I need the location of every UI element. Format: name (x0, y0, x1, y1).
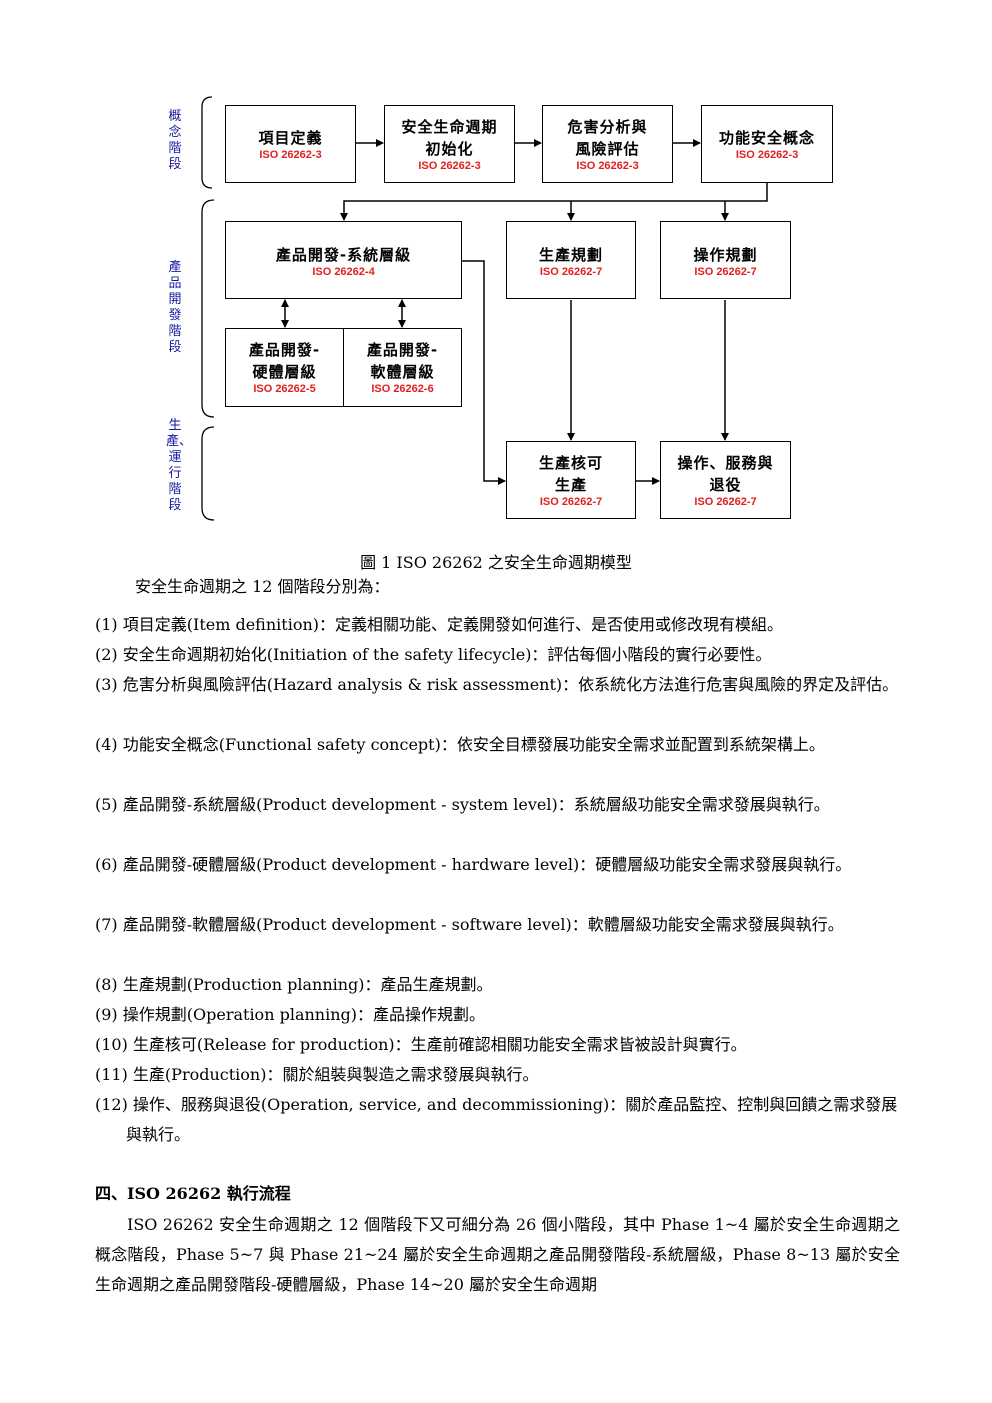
box-title-line2: 初始化 (425, 139, 474, 158)
box-standard: ISO 26262-3 (418, 159, 481, 172)
box-hardware-level: 產品開發- 硬體層級 ISO 26262-5 (225, 328, 344, 407)
intro-text: 安全生命週期之 12 個階段分別為： (135, 577, 390, 596)
box-title-line1: 操作、服務與 (677, 453, 774, 472)
list-item: (12) 操作、服務與退役(Operation, service, and de… (95, 1095, 898, 1144)
box-standard: ISO 26262-6 (371, 383, 434, 395)
diagram-connectors (201, 96, 768, 521)
box-item-definition: 項目定義 ISO 26262-3 (225, 105, 356, 183)
box-production-planning: 生產規劃 ISO 26262-7 (506, 221, 636, 299)
list-item: (9) 操作規劃(Operation planning)：產品操作規劃。 (95, 1005, 485, 1024)
box-title-line1: 生產核可 (538, 453, 603, 472)
box-standard: ISO 26262-7 (539, 266, 603, 278)
bracket-production (201, 426, 215, 521)
list-item: (1) 項目定義(Item definition)：定義相關功能、定義開發如何進… (95, 615, 784, 634)
bracket-concept (201, 96, 213, 189)
list-item: (10) 生產核可(Release for production)：生產前確認相… (95, 1035, 747, 1054)
box-title-line1: 產品開發- (248, 341, 321, 359)
box-software-level: 產品開發- 軟體層級 ISO 26262-6 (343, 328, 462, 407)
box-title: 操作規劃 (693, 246, 758, 264)
section-body: ISO 26262 安全生命週期之 12 個階段下又可細分為 26 個小階段，其… (95, 1215, 900, 1294)
box-functional-safety-concept: 功能安全概念 ISO 26262-3 (701, 105, 833, 183)
box-standard: ISO 26262-3 (259, 148, 322, 161)
list-item: (8) 生產規劃(Production planning)：產品生產規劃。 (95, 975, 493, 994)
phase-label-development: 產品開發階段 (168, 260, 182, 355)
box-title-line1: 產品開發- (366, 341, 439, 359)
box-system-level: 產品開發-系統層級 ISO 26262-4 (225, 221, 462, 299)
box-standard: ISO 26262-3 (735, 148, 799, 161)
box-title-line2: 軟體層級 (370, 363, 435, 381)
list-item: (2) 安全生命週期初始化(Initiation of the safety l… (95, 645, 772, 664)
box-standard: ISO 26262-7 (694, 495, 757, 508)
box-standard: ISO 26262-3 (576, 159, 639, 172)
box-title-line2: 風險評估 (575, 139, 640, 158)
box-standard: ISO 26262-7 (539, 495, 603, 508)
box-standard: ISO 26262-4 (312, 266, 375, 278)
phase-label-production: 生產、運行階段 (166, 418, 193, 513)
section-heading: 四、ISO 26262 執行流程 (95, 1184, 291, 1203)
list-item: (6) 產品開發-硬體層級(Product development - hard… (95, 855, 852, 874)
box-title-line2: 退役 (709, 475, 742, 494)
list-item: (4) 功能安全概念(Functional safety concept)：依安… (95, 735, 825, 754)
box-hazard-analysis: 危害分析與 風險評估 ISO 26262-3 (542, 105, 673, 183)
figure-caption: 圖 1 ISO 26262 之安全生命週期模型 (360, 553, 632, 572)
box-operation-service: 操作、服務與 退役 ISO 26262-7 (660, 441, 791, 519)
box-title: 項目定義 (258, 128, 323, 147)
box-safety-lifecycle-init: 安全生命週期 初始化 ISO 26262-3 (384, 105, 515, 183)
list-item: (11) 生產(Production)：關於組裝與製造之需求發展與執行。 (95, 1065, 539, 1084)
box-standard: ISO 26262-5 (253, 383, 316, 395)
box-operation-planning: 操作規劃 ISO 26262-7 (660, 221, 791, 299)
list-item: (5) 產品開發-系統層級(Product development - syst… (95, 795, 830, 814)
box-title: 生產規劃 (538, 246, 603, 264)
box-title-line2: 硬體層級 (252, 363, 317, 381)
list-item: (3) 危害分析與風險評估(Hazard analysis & risk ass… (95, 675, 899, 694)
phase-label-concept: 概念階段 (168, 109, 182, 172)
list-item: (7) 產品開發-軟體層級(Product development - soft… (95, 915, 844, 934)
box-title-line2: 生產 (554, 475, 587, 494)
box-title-line1: 危害分析與 (567, 117, 648, 136)
box-title: 產品開發-系統層級 (275, 246, 412, 264)
box-title-line1: 安全生命週期 (401, 117, 498, 136)
box-release-production: 生產核可 生產 ISO 26262-7 (506, 441, 636, 519)
bracket-development (201, 199, 215, 418)
box-standard: ISO 26262-7 (694, 266, 757, 278)
box-title: 功能安全概念 (718, 128, 815, 147)
